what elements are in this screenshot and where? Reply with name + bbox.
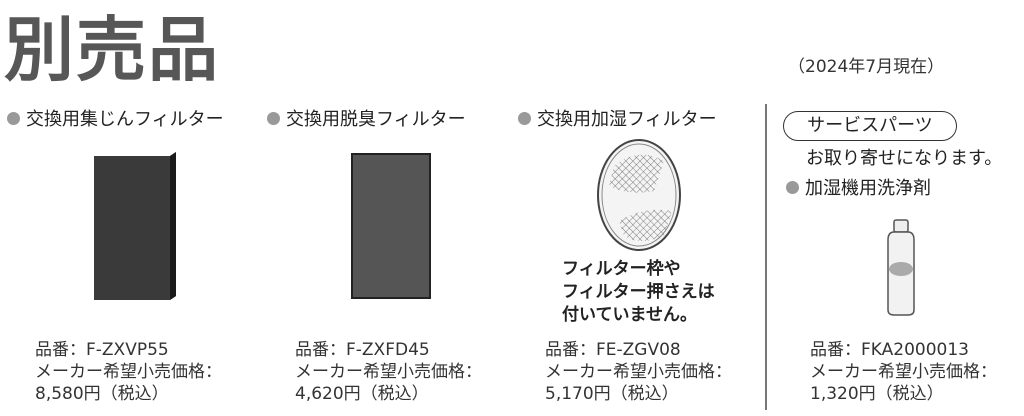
note-line: 付いていません。 <box>562 305 697 325</box>
page-title: 別売品 <box>4 9 220 91</box>
bullet-icon <box>267 111 280 125</box>
product-info: 品番：F-ZXVP55 メーカー希望小売価格： 8,580円（税込） <box>35 339 222 405</box>
dust-filter-image <box>94 152 176 300</box>
order-note: お取り寄せになります。 <box>806 148 1003 169</box>
part-number: 品番：F-ZXVP55 <box>35 340 169 360</box>
product-info: 品番：F-ZXFD45 メーカー希望小売価格： 4,620円（税込） <box>295 339 482 405</box>
part-number: 品番：F-ZXFD45 <box>295 340 430 360</box>
category-label: 交換用集じんフィルター <box>26 109 224 130</box>
filter-note: フィルター枠や フィルター押さえは 付いていません。 <box>562 258 715 327</box>
price-label: メーカー希望小売価格： <box>35 362 222 382</box>
humidifying-filter-image <box>597 139 681 251</box>
price: 4,620円（税込） <box>295 384 429 404</box>
bullet-icon <box>7 111 20 125</box>
price-label: メーカー希望小売価格： <box>545 362 732 382</box>
product-heading: 交換用集じんフィルター <box>7 105 224 131</box>
product-heading: 加湿機用洗浄剤 <box>786 174 931 200</box>
price: 1,320円（税込） <box>810 384 944 404</box>
part-number: 品番：FE-ZGV08 <box>545 340 681 360</box>
product-info: 品番：FKA2000013 メーカー希望小売価格： 1,320円（税込） <box>810 339 997 405</box>
note-line: フィルター押さえは <box>562 282 715 302</box>
price: 8,580円（税込） <box>35 384 169 404</box>
bullet-icon <box>518 111 531 125</box>
category-label: 交換用脱臭フィルター <box>286 109 466 130</box>
deodorizing-filter-image <box>351 153 431 299</box>
price-label: メーカー希望小売価格： <box>295 362 482 382</box>
note-line: フィルター枠や <box>562 259 681 279</box>
cleaner-bottle-image <box>887 219 915 316</box>
category-label: 交換用加湿フィルター <box>537 109 717 130</box>
product-heading: 交換用脱臭フィルター <box>267 105 466 131</box>
column-divider <box>765 104 767 410</box>
service-parts-badge: サービスパーツ <box>783 111 957 141</box>
product-heading: 交換用加湿フィルター <box>518 105 717 131</box>
product-info: 品番：FE-ZGV08 メーカー希望小売価格： 5,170円（税込） <box>545 339 732 405</box>
category-label: 加湿機用洗浄剤 <box>805 178 931 199</box>
bullet-icon <box>786 180 799 194</box>
price: 5,170円（税込） <box>545 384 679 404</box>
as-of-date: （2024年7月現在） <box>788 57 945 77</box>
price-label: メーカー希望小売価格： <box>810 362 997 382</box>
part-number: 品番：FKA2000013 <box>810 340 969 360</box>
